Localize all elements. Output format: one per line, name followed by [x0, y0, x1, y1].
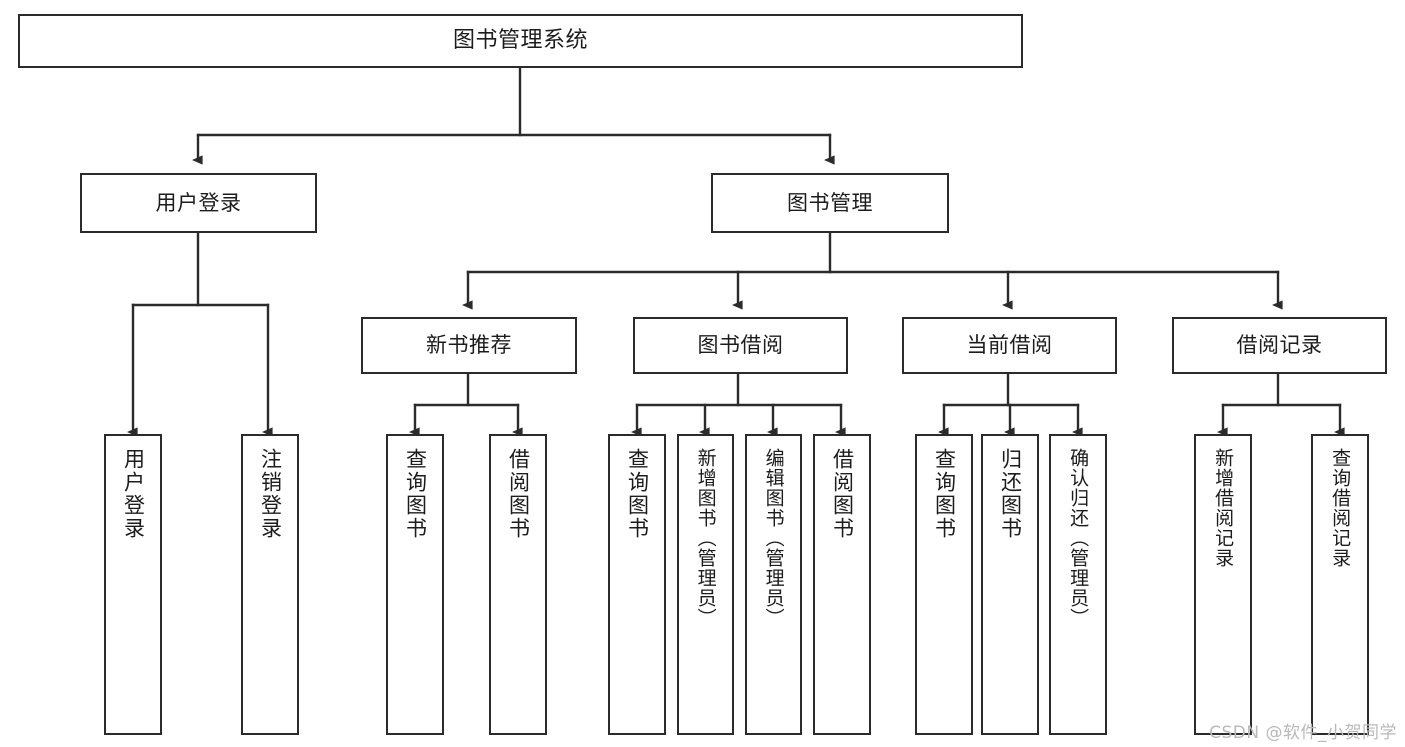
leaf-new-book-borrow-books[interactable]: 借阅图书	[489, 434, 547, 735]
node-label: 借阅记录	[1236, 333, 1323, 358]
leaf-user-login-signin[interactable]: 用户登录	[104, 434, 162, 735]
node-label: 图书管理系统	[452, 28, 588, 54]
node-label: 新增借阅记录	[1212, 448, 1235, 568]
leaf-current-borrow-query-books[interactable]: 查询图书	[915, 434, 973, 735]
node-label: 查询图书	[932, 448, 957, 540]
node-book-borrowing[interactable]: 图书借阅	[633, 317, 848, 374]
node-current-borrowing[interactable]: 当前借阅	[902, 317, 1117, 374]
leaf-borrow-record-query-record[interactable]: 查询借阅记录	[1311, 434, 1369, 735]
leaf-borrow-record-add-record[interactable]: 新增借阅记录	[1194, 434, 1252, 735]
leaf-book-borrow-add-book-admin[interactable]: 新增图书（管理员）	[677, 434, 734, 735]
node-label: 注销登录	[258, 448, 283, 540]
node-label: 查询图书	[625, 448, 650, 540]
node-label: 图书借阅	[697, 333, 784, 358]
leaf-book-borrow-query-books[interactable]: 查询图书	[608, 434, 666, 735]
leaf-new-book-query-books[interactable]: 查询图书	[386, 434, 444, 735]
node-label: 当前借阅	[966, 333, 1053, 358]
leaf-book-borrow-borrow-books[interactable]: 借阅图书	[813, 434, 871, 735]
node-label: 归还图书	[998, 448, 1023, 540]
node-label: 用户登录	[155, 190, 242, 215]
node-user-login[interactable]: 用户登录	[80, 173, 317, 233]
node-label: 查询借阅记录	[1329, 448, 1352, 568]
node-label: 借阅图书	[506, 448, 531, 540]
leaf-current-borrow-confirm-return-admin[interactable]: 确认归还（管理员）	[1049, 434, 1107, 735]
node-label: 编辑图书（管理员）	[762, 448, 785, 628]
node-new-book-recommendation[interactable]: 新书推荐	[361, 317, 577, 374]
node-root-book-management-system[interactable]: 图书管理系统	[18, 14, 1023, 68]
node-label: 确认归还（管理员）	[1067, 448, 1090, 628]
node-label: 查询图书	[403, 448, 428, 540]
node-borrowing-record[interactable]: 借阅记录	[1172, 317, 1387, 374]
node-label: 借阅图书	[830, 448, 855, 540]
node-label: 图书管理	[787, 190, 873, 215]
node-label: 新书推荐	[426, 333, 512, 358]
leaf-current-borrow-return-books[interactable]: 归还图书	[981, 434, 1039, 735]
leaf-user-login-signout[interactable]: 注销登录	[241, 434, 299, 735]
node-book-management[interactable]: 图书管理	[711, 173, 949, 233]
leaf-book-borrow-edit-book-admin[interactable]: 编辑图书（管理员）	[745, 434, 802, 735]
node-label: 用户登录	[121, 448, 146, 540]
watermark-text: CSDN @软件_小贺同学	[1209, 723, 1397, 743]
node-label: 新增图书（管理员）	[694, 448, 717, 628]
